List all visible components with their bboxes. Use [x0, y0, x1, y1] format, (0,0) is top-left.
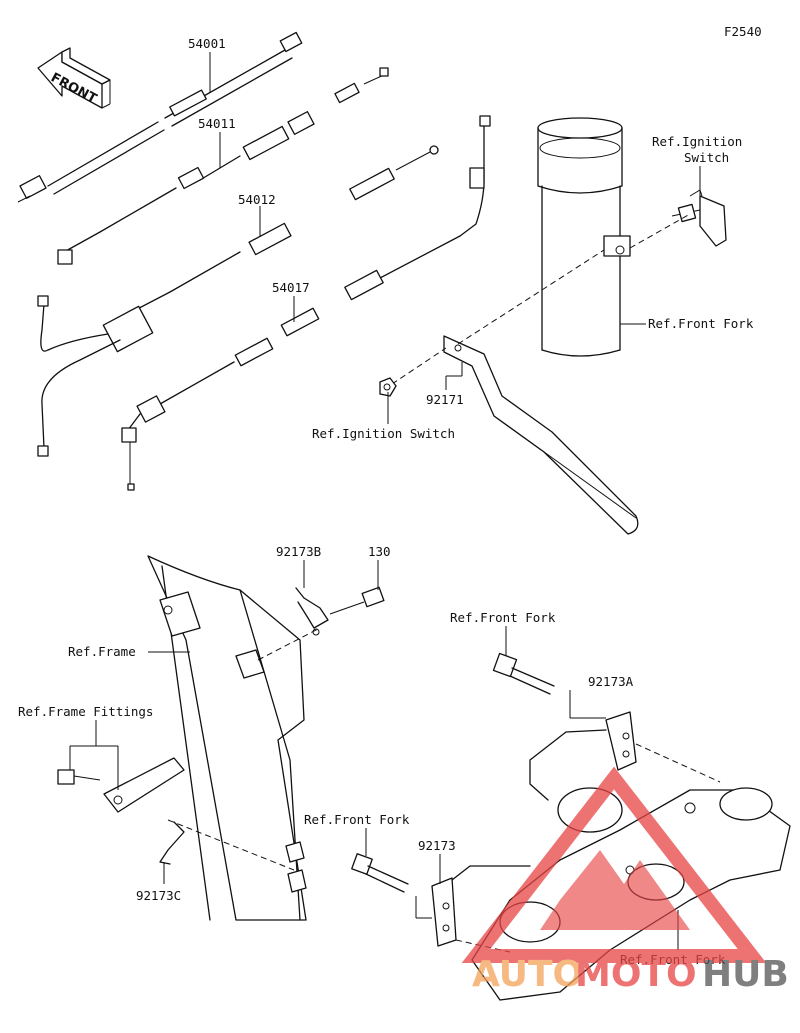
label-54001: 54001: [188, 36, 226, 51]
frame-fittings-bracket: [57, 757, 185, 813]
watermark-part1: AUTO: [472, 954, 583, 995]
watermark-logo-icon: [461, 766, 767, 963]
label-ref-front-fork-lower: Ref.Front Fork: [304, 812, 410, 827]
nut: [379, 377, 397, 397]
label-ref-front-fork-right: Ref.Front Fork: [450, 610, 556, 625]
label-ref-ignition-switch-mid: Ref.Ignition Switch: [312, 426, 455, 441]
frame: [147, 555, 307, 921]
ignition-dash: [629, 213, 691, 249]
label-92173c: 92173C: [136, 888, 181, 903]
diagram-code: F2540: [724, 24, 762, 39]
front-arrow-icon: FRONT: [37, 47, 111, 109]
watermark: AUTO MOTO HUB: [461, 766, 789, 995]
cable-54001: [17, 31, 303, 203]
fork-tube: [537, 117, 631, 357]
watermark-part2: MOTO: [575, 954, 697, 995]
bracket-92171: [443, 335, 639, 535]
bracket-dash: [391, 347, 447, 385]
bracket-92173a: [529, 711, 637, 801]
label-130: 130: [368, 544, 391, 559]
ignition-bracket: [671, 189, 727, 247]
cable-loop: [37, 339, 121, 457]
label-ref-frame-fittings: Ref.Frame Fittings: [18, 704, 153, 719]
cable-54012: [37, 145, 439, 353]
label-54012: 54012: [238, 192, 276, 207]
label-54011: 54011: [198, 116, 236, 131]
label-92171: 92171: [426, 392, 464, 407]
label-92173a: 92173A: [588, 674, 634, 689]
cable-54017: [121, 115, 491, 491]
label-ref-frame: Ref.Frame: [68, 644, 136, 659]
label-ref-front-fork-upper: Ref.Front Fork: [648, 316, 754, 331]
clamp-dash-1: [635, 743, 721, 783]
bolt-lower: [351, 853, 409, 893]
label-92173b: 92173B: [276, 544, 321, 559]
bolt-upper-right: [492, 652, 555, 695]
frame-dash-1: [257, 627, 321, 661]
watermark-part3: HUB: [702, 954, 789, 995]
frame-dash-2: [167, 819, 295, 871]
label-92173: 92173: [418, 838, 456, 853]
bolt-130: [329, 586, 385, 615]
label-ref-ignition-switch-top-line2: Switch: [684, 150, 729, 165]
clip-92173b: [295, 587, 329, 636]
label-54017: 54017: [272, 280, 310, 295]
label-ref-ignition-switch-top-line1: Ref.Ignition: [652, 134, 742, 149]
fork-dash: [457, 249, 605, 345]
clip-92173c: [159, 821, 185, 865]
